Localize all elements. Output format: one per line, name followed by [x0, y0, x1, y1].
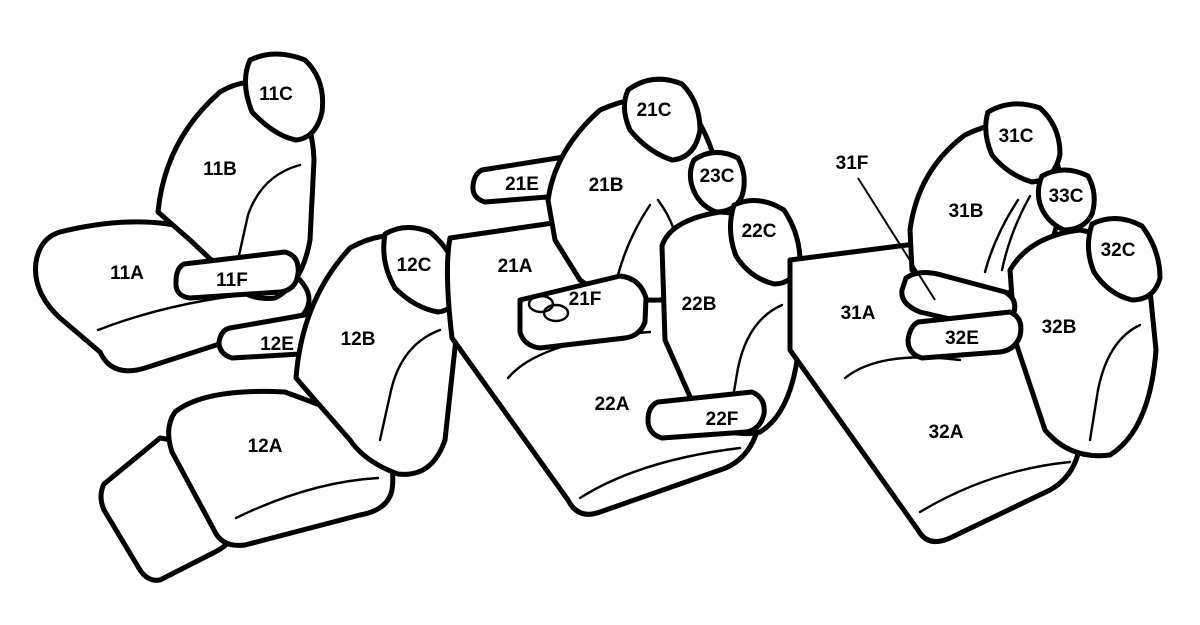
label-31F: 31F	[836, 153, 869, 174]
label-21C: 21C	[637, 100, 672, 121]
label-32C: 32C	[1101, 240, 1136, 261]
label-33C: 33C	[1049, 186, 1084, 207]
label-21E: 21E	[505, 174, 539, 195]
seat-group-11	[33, 51, 326, 374]
headrest-33C	[1035, 167, 1097, 233]
label-11A: 11A	[110, 263, 144, 284]
backrest-side-curve-22B	[728, 303, 784, 417]
labels: 11C 11B 11A 11F 12E 12C 12B 12A 21C 23C …	[110, 84, 1136, 457]
label-22B: 22B	[682, 294, 717, 315]
label-11F: 11F	[216, 270, 248, 291]
label-12A: 12A	[248, 436, 283, 457]
label-31B: 31B	[949, 201, 984, 222]
label-11C: 11C	[259, 84, 293, 105]
seat-group-12	[98, 225, 463, 583]
headrest-11C	[243, 51, 326, 143]
seat-cushion-12A	[166, 388, 396, 548]
backrest-seam-31B-2	[1000, 194, 1032, 272]
cushion-piping-12A	[234, 476, 380, 520]
label-11B: 11B	[203, 159, 237, 180]
seat-cushion-21A	[444, 219, 763, 517]
callout-line-31F	[857, 177, 936, 301]
label-23C: 23C	[700, 166, 735, 187]
label-12E: 12E	[260, 334, 294, 355]
label-31A: 31A	[841, 303, 876, 324]
backrest-side-curve-32B	[1088, 323, 1142, 442]
armrest-22F	[645, 389, 767, 441]
label-22F: 22F	[706, 409, 739, 430]
label-21F: 21F	[569, 289, 602, 310]
backrest-seam-21B	[616, 203, 652, 277]
armrest-32E	[905, 309, 1024, 361]
label-21A: 21A	[498, 256, 533, 277]
backrest-side-curve-11B	[236, 163, 302, 262]
label-32A: 32A	[929, 422, 964, 443]
label-31C: 31C	[999, 126, 1034, 147]
label-22A: 22A	[595, 394, 630, 415]
backrest-side-curve-12B	[378, 328, 442, 442]
cupholder-icon-2	[542, 303, 570, 323]
seat-group-21	[444, 76, 803, 517]
label-21B: 21B	[589, 175, 624, 196]
label-22C: 22C	[742, 221, 777, 242]
cushion-piping-32A-2	[918, 460, 1072, 514]
label-32B: 32B	[1042, 317, 1077, 338]
headrest-32C	[1086, 216, 1163, 303]
headrest-21C	[622, 76, 703, 163]
console-21F	[517, 273, 649, 351]
cupholder-icon	[527, 294, 555, 314]
label-32E: 32E	[945, 328, 979, 349]
armrest-11F	[173, 249, 301, 301]
cushion-piping-22A	[578, 446, 742, 500]
backrest-seam-31B	[983, 198, 1020, 274]
label-12B: 12B	[341, 329, 376, 350]
label-12C: 12C	[397, 255, 432, 276]
seat-group-31	[787, 101, 1163, 545]
